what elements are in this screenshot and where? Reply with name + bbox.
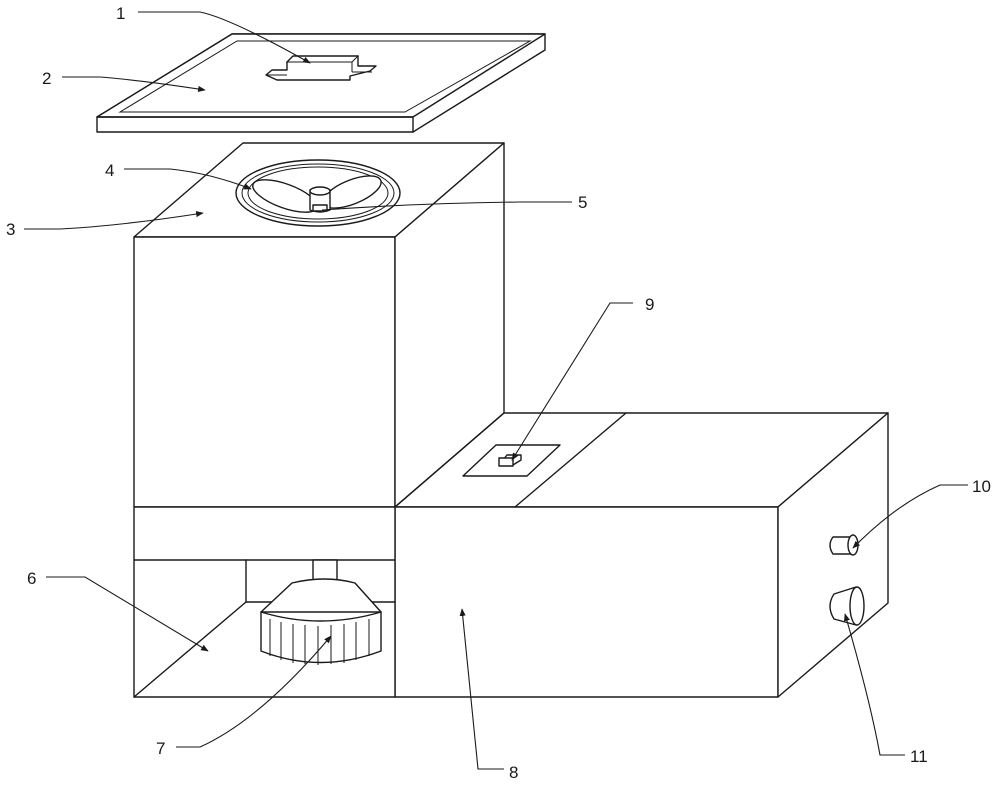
- callout-labels: 1 2 3 4 5 6 7 8 9 10 11: [6, 4, 991, 782]
- gear-teeth: [269, 619, 370, 665]
- label-7: 7: [156, 739, 165, 758]
- label-8: 8: [509, 763, 518, 782]
- label-5: 5: [578, 193, 587, 212]
- side-port-small: [829, 534, 859, 556]
- label-3: 3: [6, 220, 15, 239]
- label-4: 4: [105, 161, 114, 180]
- label-9: 9: [645, 295, 654, 314]
- label-1: 1: [116, 4, 125, 23]
- lower-box: [394, 412, 889, 698]
- label-11: 11: [910, 747, 928, 766]
- lid: [96, 33, 546, 133]
- top-switch: [462, 444, 561, 477]
- fan-assembly: [235, 159, 401, 227]
- leader-lines: [24, 11, 968, 770]
- motor-gear: [260, 559, 382, 665]
- lid-handle: [265, 55, 377, 81]
- label-10: 10: [972, 477, 991, 496]
- label-6: 6: [27, 569, 36, 588]
- upper-box: [133, 142, 505, 508]
- label-2: 2: [42, 69, 51, 88]
